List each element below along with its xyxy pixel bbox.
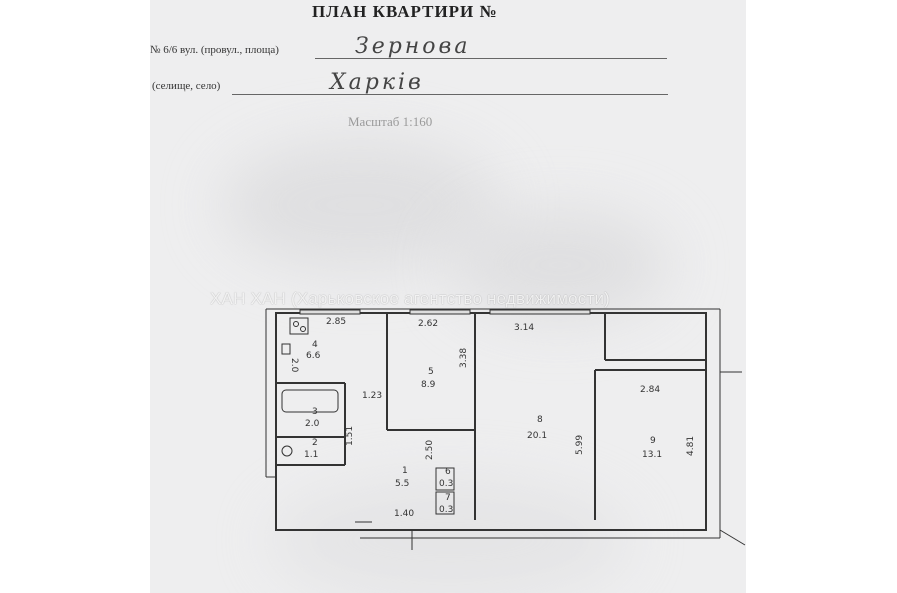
dim-room1-side: 5.99 [575, 435, 585, 455]
room-area: 0.3 [439, 505, 453, 515]
street-prefix-label: № 6/6 вул. (провул., площа) [150, 44, 279, 56]
dim-room9-side: 4.81 [686, 436, 696, 456]
room-number: 5 [428, 367, 434, 377]
room-number: 4 [312, 340, 318, 350]
scale-label: Масштаб 1:160 [348, 114, 433, 129]
settlement-handwritten: Харків [330, 70, 424, 95]
settlement-underline [232, 94, 668, 95]
room-area: 5.5 [395, 479, 409, 489]
room-area: 20.1 [527, 431, 547, 441]
street-underline [315, 58, 667, 59]
street-handwritten: Зернова [355, 34, 471, 59]
dimension-line [719, 529, 746, 546]
room-area: 0.3 [439, 479, 453, 489]
room-area: 13.1 [642, 450, 662, 460]
settlement-label: (селище, село) [152, 80, 221, 92]
dim-top-room1: 3.14 [514, 323, 534, 333]
dim-bottom-corridor: 1.40 [394, 509, 414, 519]
room-number: 1 [402, 466, 408, 476]
room-area: 1.1 [304, 450, 318, 460]
window [409, 309, 471, 315]
room-number: 9 [650, 436, 656, 446]
room-number: 3 [312, 407, 318, 417]
dim-top-room5: 2.62 [418, 319, 438, 329]
room-number: 8 [537, 415, 543, 425]
dim-bath-side: 1.51 [345, 426, 355, 446]
stove-burner [293, 321, 299, 327]
closet-7 [435, 491, 455, 515]
sink [281, 343, 291, 355]
paper-sheet [150, 0, 746, 593]
room-number: 7 [445, 493, 451, 503]
dim-top-kitchen: 2.85 [326, 317, 346, 327]
dim-room5-side: 3.38 [459, 348, 469, 368]
dim-kitchen-side: 2.0 [289, 358, 299, 373]
window [489, 309, 591, 315]
bathtub [281, 389, 339, 413]
watermark-text: ХАН ХАН (Харьковское агентство недвижимо… [210, 289, 610, 308]
plan-title: ПЛАН КВАРТИРИ № [312, 2, 498, 21]
dim-room9-top: 2.84 [640, 385, 660, 395]
room-number: 6 [445, 467, 451, 477]
closet-6 [435, 467, 455, 491]
stove-burner [300, 326, 306, 332]
toilet [281, 445, 293, 457]
outer-wall [275, 312, 707, 531]
room-area: 2.0 [305, 419, 320, 429]
room-number: 2 [312, 438, 318, 448]
stove [289, 317, 309, 335]
room-area: 6.6 [306, 351, 321, 361]
dim-hall-width: 1.23 [362, 391, 382, 401]
room-area: 8.9 [421, 380, 436, 390]
window [299, 309, 361, 315]
dim-corridor-side: 2.50 [425, 440, 435, 460]
